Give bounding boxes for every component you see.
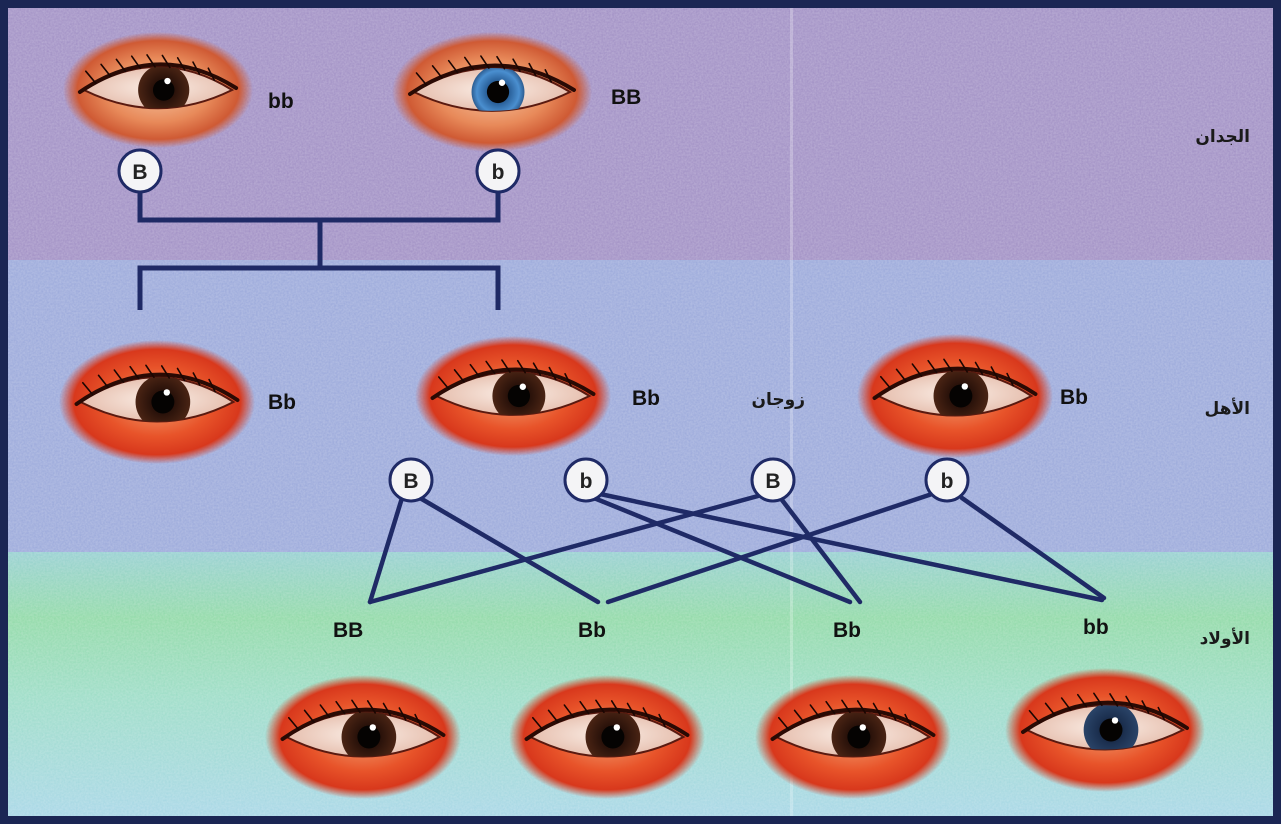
gamete-4: b [924, 457, 970, 503]
svg-text:B: B [765, 470, 780, 493]
grandparent-1-eye [63, 32, 253, 148]
grandparent-allele-1: B [117, 148, 163, 194]
eyes-layer [59, 32, 1205, 799]
child-1-genotype: BB [333, 619, 363, 642]
child-1-eye [265, 675, 461, 799]
child-3-eye [755, 675, 951, 799]
gamete-3: B [750, 457, 796, 503]
row-label-children: الأولاد [1200, 628, 1250, 649]
gamete-1: B [388, 457, 434, 503]
grandparent-1-genotype: bb [268, 90, 294, 113]
parent-3-genotype: Bb [1060, 386, 1088, 409]
grandparent-connector [137, 190, 501, 310]
parent-1-eye [59, 340, 255, 464]
row-label-grandparents: الجدان [1195, 127, 1250, 147]
svg-text:B: B [403, 470, 418, 493]
grandparent-2-genotype: BB [611, 86, 641, 109]
gamete-2: b [563, 457, 609, 503]
parent-3-eye [857, 334, 1053, 458]
grandparent-2-eye [392, 32, 592, 152]
svg-text:b: b [941, 470, 954, 493]
child-2-genotype: Bb [578, 619, 606, 642]
child-3-genotype: Bb [833, 619, 861, 642]
child-2-eye [509, 675, 705, 799]
svg-text:b: b [580, 470, 593, 493]
couple-label: زوجان [752, 390, 806, 410]
child-4-genotype: bb [1083, 616, 1109, 639]
svg-text:b: b [492, 161, 505, 184]
parent-2-eye [415, 336, 611, 456]
row-label-parents: الأهل [1205, 398, 1250, 419]
child-4-eye [1005, 668, 1205, 792]
fold-line [790, 8, 793, 816]
svg-text:B: B [132, 161, 147, 184]
parent-2-genotype: Bb [632, 387, 660, 410]
gamete-connectors [367, 491, 1107, 605]
parent-1-genotype: Bb [268, 391, 296, 414]
grandparent-allele-2: b [475, 148, 521, 194]
